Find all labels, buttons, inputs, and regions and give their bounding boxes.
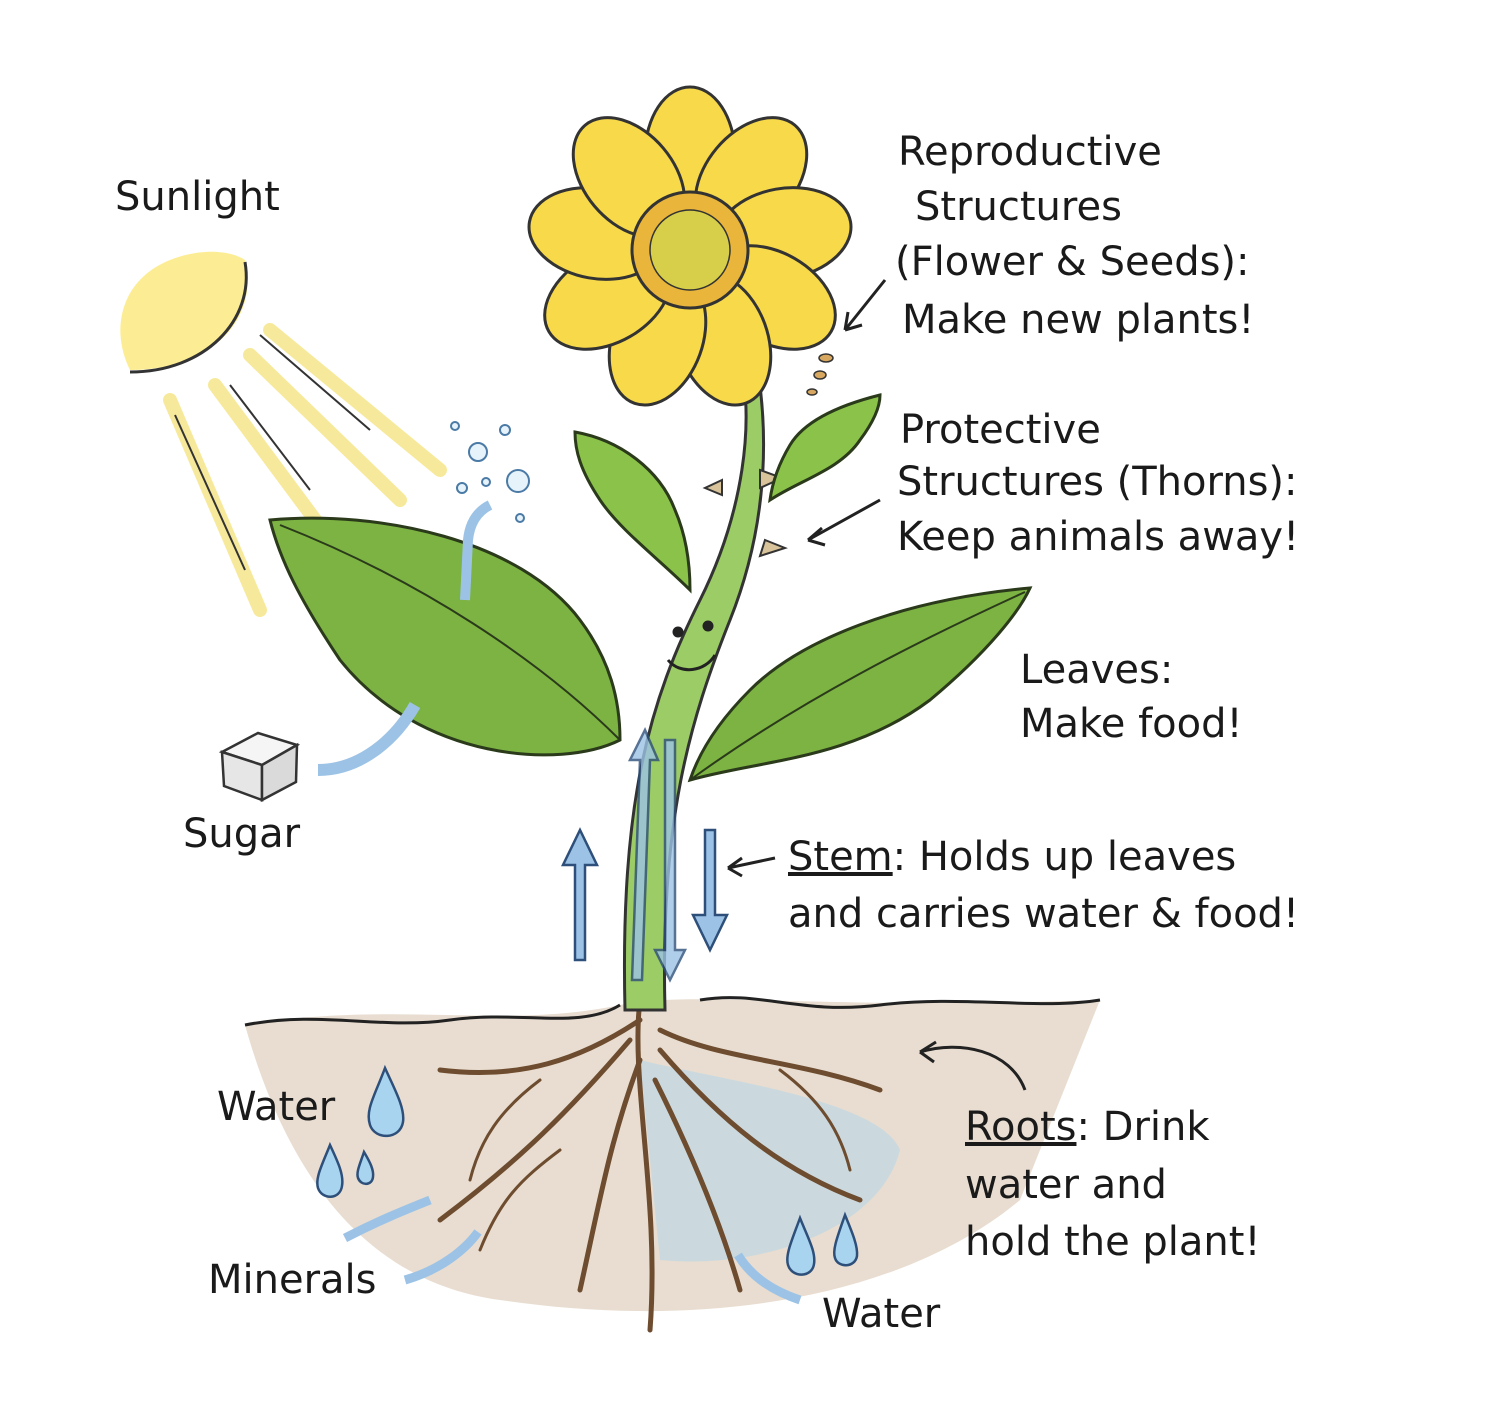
leaves: [268, 393, 1033, 783]
label-leaves-1: Leaves:: [1020, 647, 1173, 693]
label-sunlight: Sunlight: [115, 174, 280, 220]
label-water-left: Water: [217, 1084, 336, 1130]
stem-desc: : Holds up leaves: [893, 834, 1237, 880]
label-roots-1: Roots: Drink: [965, 1104, 1210, 1150]
label-protective-2: Structures (Thorns):: [897, 459, 1298, 505]
label-reproductive-2: Structures: [915, 184, 1122, 230]
flower-center: [649, 209, 731, 291]
roots-desc: : Drink: [1076, 1104, 1210, 1150]
sun-icon: [120, 251, 447, 617]
label-water-bottom: Water: [822, 1291, 941, 1337]
soil: [244, 996, 1101, 1312]
label-reproductive-3: (Flower & Seeds):: [895, 239, 1250, 285]
stem: [623, 338, 766, 1012]
flower: [527, 85, 853, 407]
oxygen-bubbles: [450, 421, 530, 523]
label-protective-3: Keep animals away!: [897, 514, 1299, 560]
label-protective-1: Protective: [900, 407, 1101, 453]
label-reproductive-1: Reproductive: [898, 129, 1162, 175]
stem-term: Stem: [788, 834, 893, 880]
label-sugar: Sugar: [183, 811, 301, 857]
roots-term: Roots: [965, 1104, 1076, 1150]
label-reproductive-4: Make new plants!: [902, 297, 1254, 343]
thorn-icon: [702, 468, 788, 558]
water-drop-icon: [316, 1064, 859, 1276]
label-minerals: Minerals: [208, 1257, 377, 1303]
transport-arrows: [561, 727, 729, 983]
label-stem-1: Stem: Holds up leaves: [788, 834, 1236, 880]
sugar-cube-icon: [218, 731, 301, 803]
seeds-icon: [806, 353, 834, 396]
roots: [437, 997, 883, 1333]
label-roots-2: water and: [965, 1162, 1167, 1208]
label-roots-3: hold the plant!: [965, 1219, 1261, 1265]
arrows: [317, 279, 1027, 1305]
stem-face: [666, 620, 717, 672]
label-leaves-2: Make food!: [1020, 701, 1243, 747]
label-stem-2: and carries water & food!: [788, 891, 1299, 937]
